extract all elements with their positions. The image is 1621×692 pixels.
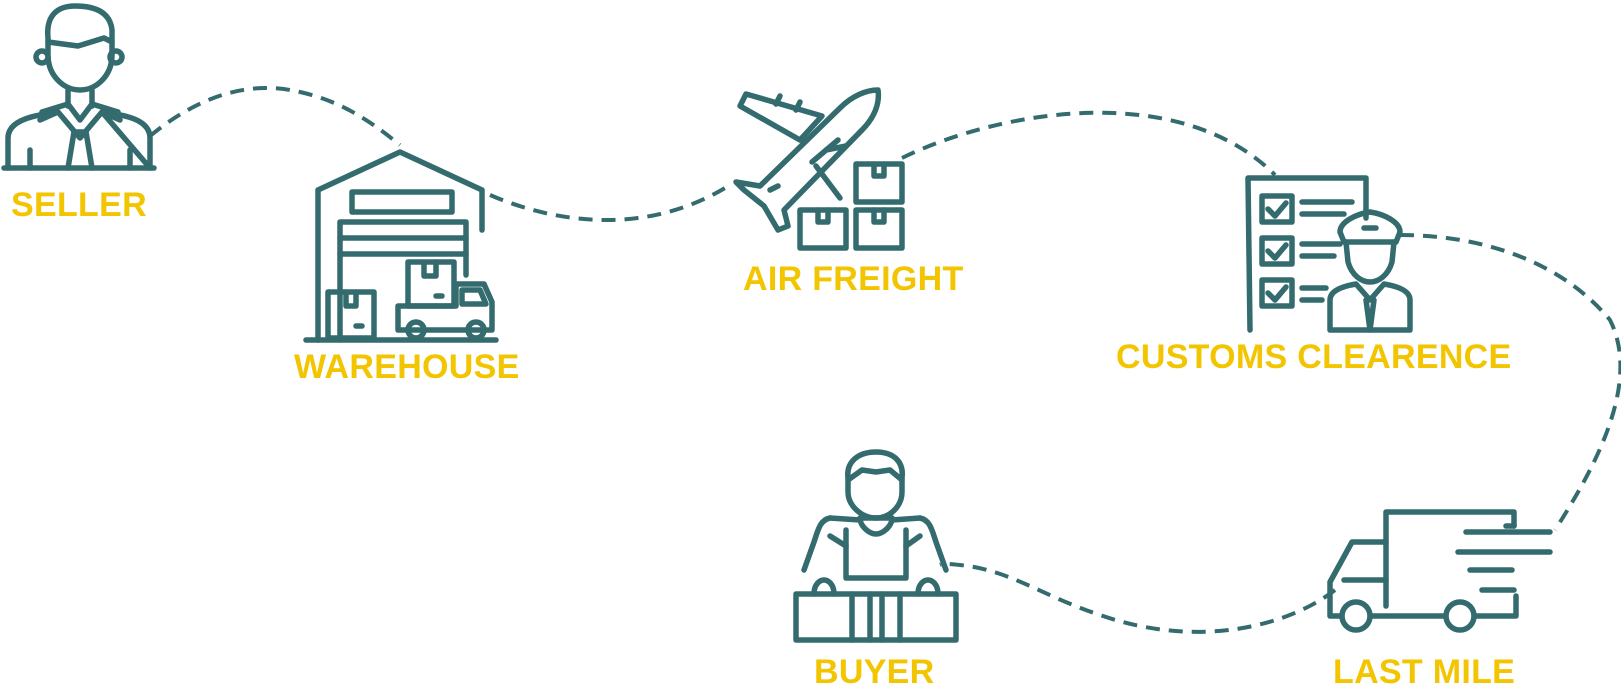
stage-label-warehouse: WAREHOUSE <box>294 350 520 384</box>
delivery-truck-icon <box>1330 512 1550 630</box>
stage-label-air-freight: AIR FREIGHT <box>743 262 964 296</box>
airplane-boxes-icon <box>736 90 902 248</box>
stage-label-customs: CUSTOMS CLEARENCE <box>1116 340 1512 374</box>
warehouse-icon <box>306 152 496 340</box>
stage-label-last-mile: LAST MILE <box>1333 655 1515 689</box>
stage-label-seller: SELLER <box>11 188 147 222</box>
customs-officer-checklist-icon <box>1248 178 1410 330</box>
buyer-shopping-bags-icon <box>796 452 956 640</box>
seller-person-icon <box>4 6 154 168</box>
stage-label-buyer: BUYER <box>814 655 935 689</box>
